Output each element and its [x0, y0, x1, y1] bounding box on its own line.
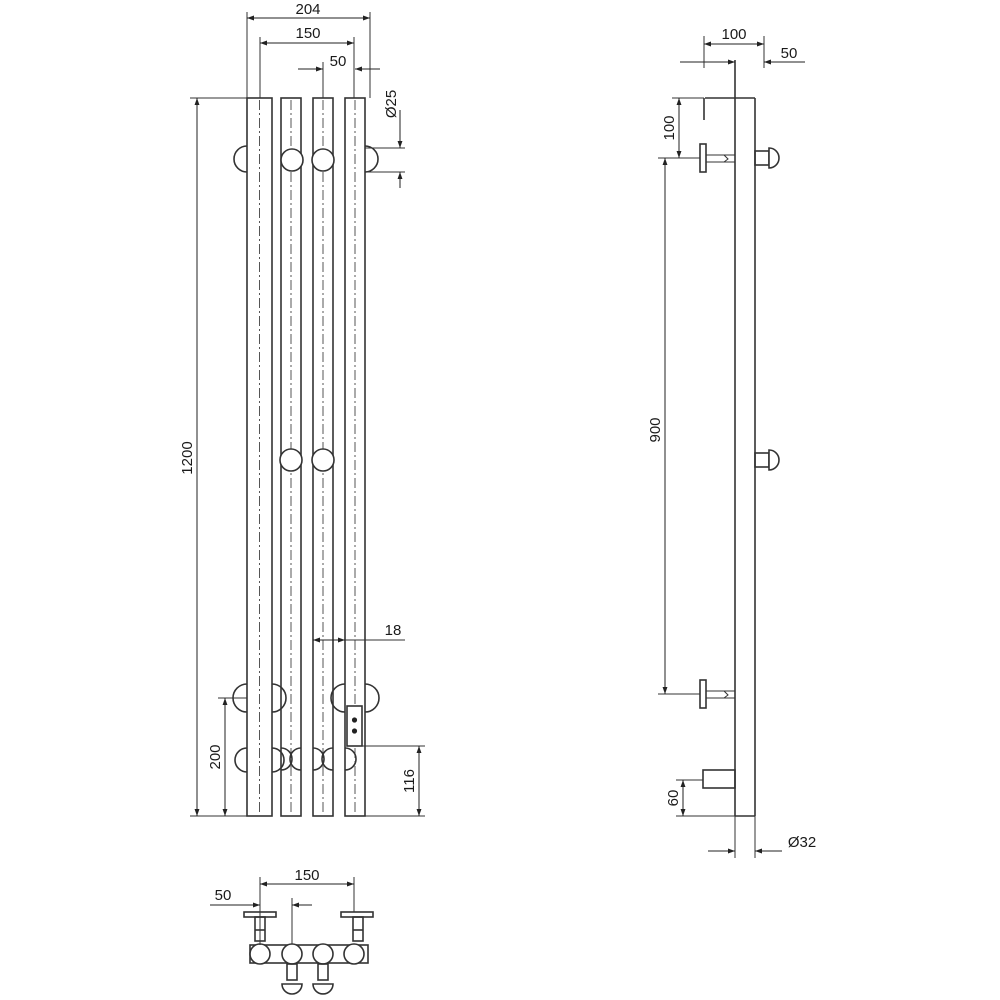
- top-view: [243, 911, 374, 995]
- front-bar-1: [246, 97, 273, 817]
- front-view: [232, 97, 380, 817]
- dim-inner-bar-spacing: 50: [330, 53, 347, 70]
- dim-overall-width: 204: [295, 1, 320, 18]
- front-bottom-connectors: [234, 747, 357, 773]
- dim-lower-bracket-height: 200: [207, 744, 224, 769]
- front-bar-4: [344, 97, 366, 817]
- dim-height: 1200: [179, 441, 196, 474]
- front-middle-connectors: [279, 448, 335, 472]
- dim-wall-distance: 100: [721, 26, 746, 43]
- top-dimensions: 150 50: [210, 867, 355, 945]
- dim-bottom-offset: 60: [665, 790, 682, 807]
- dim-pipe-diameter: Ø32: [788, 834, 816, 851]
- valve-box: [346, 705, 363, 747]
- dim-offset: 50: [215, 887, 232, 904]
- front-top-brackets: [233, 145, 379, 173]
- dim-pipe-centres: 150: [294, 867, 319, 884]
- side-view: [699, 60, 780, 817]
- dim-valve-height: 116: [401, 769, 418, 793]
- dim-tube-diameter: Ø25: [383, 90, 400, 118]
- dim-top-offset: 100: [661, 115, 678, 140]
- dim-projection: 50: [781, 45, 798, 62]
- front-dimensions: 204 150 50 Ø25 1200 18 200: [179, 1, 425, 817]
- dim-bar-offset: 18: [385, 622, 402, 639]
- side-dimensions: 100 50 100 900 60 Ø32: [647, 26, 816, 858]
- dim-outer-bar-spacing: 150: [295, 25, 320, 42]
- dim-bracket-spacing: 900: [647, 417, 664, 442]
